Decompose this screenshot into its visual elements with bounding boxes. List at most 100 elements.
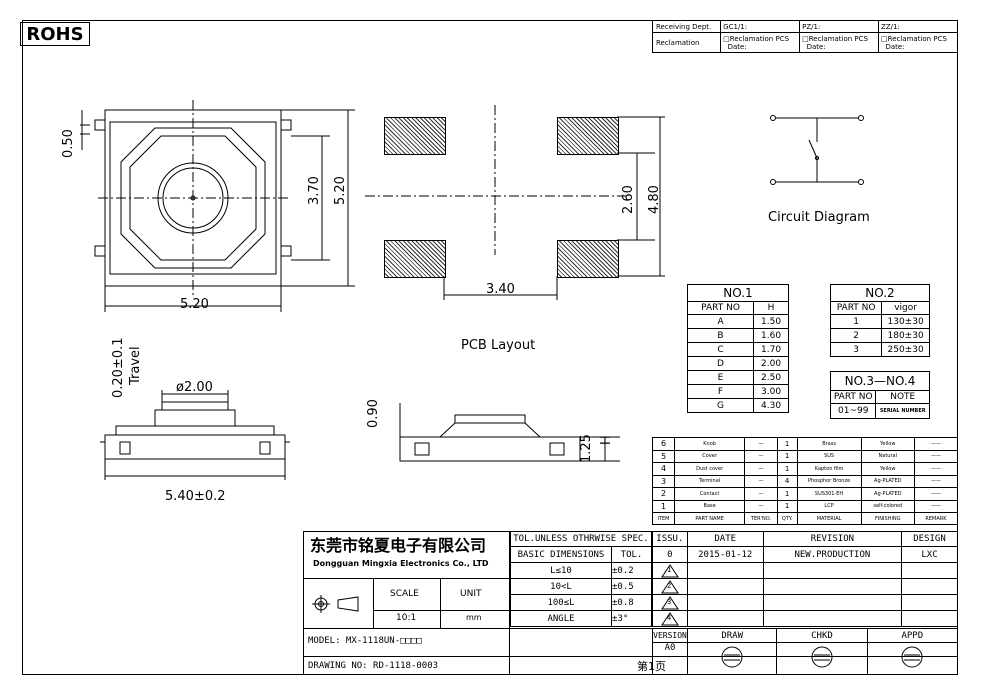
no2-header: PART NO [829,301,883,315]
triangle-icon [660,611,679,625]
bom-header: ITEM [652,512,675,525]
dim-3-70: 3.70 [307,176,322,205]
bom-cell: — [744,437,778,451]
no1-cell: 3.00 [753,384,789,399]
dim-0-90: 0.90 [366,399,381,428]
bom-cell: — [744,487,778,501]
tol-cell: ±0.8 [611,594,652,611]
dim-diameter: ø2.00 [176,380,213,395]
no1-cell: 4.30 [753,398,789,413]
bom-header: MATERIAL [796,512,862,525]
rev-date: 2015-01-12 [686,546,764,563]
bom-cell: Natural [860,449,915,463]
bom-cell: Cover [673,449,746,463]
tol-title: TOL.UNLESS OTHRWISE SPEC. [510,531,652,547]
bom-cell: Terminal [673,474,746,488]
gc-cell: GC1/1: [720,20,801,33]
tri-number: 1 [667,566,672,574]
no2-cell: 130±30 [881,314,930,329]
triangle-icon [660,595,679,609]
company-name-en: Dongguan Mingxia Electronics Co., LTD [313,559,489,568]
no34-cell: 01~99 [829,403,877,419]
drawing-number: DRAWING NO: RD-1118-0003 [308,661,439,671]
bom-cell: —— [913,499,959,513]
bom-cell: 1 [776,437,798,451]
page-number: 第1页 [637,660,666,673]
tri-number: 2 [667,582,672,590]
company-name-cn: 东莞市铭夏电子有限公司 [310,536,487,555]
circuit-diagram-label: Circuit Diagram [768,210,870,225]
side-view-section [399,403,620,462]
pcb-layout-label: PCB Layout [461,338,536,353]
travel-label: Travel [128,346,143,385]
bom-cell: LCP [796,499,862,513]
no34-title: NO.3—NO.4 [830,371,930,391]
bom-cell: Phosphor Bronze [796,474,862,488]
no1-cell: 1.70 [753,342,789,357]
bom-cell: —— [913,487,959,501]
draw-header: DRAW [686,628,778,643]
dim-5-40: 5.40±0.2 [165,489,226,504]
no1-cell: G [686,398,755,413]
bom-cell: 1 [776,462,798,476]
tol-cell: 100≤L [510,594,612,611]
dim-travel: 0.20±0.1 [111,337,126,398]
no1-header: PART NO [686,301,755,315]
bom-cell: —— [913,474,959,488]
revision-header: REVISION [762,531,903,547]
bom-cell: 1 [652,499,675,513]
circuit-diagram [770,115,864,185]
dim-0-50: 0.50 [61,129,76,158]
rev-number: 0 [652,546,688,563]
appd-header: APPD [866,628,959,643]
scale-label: SCALE [390,589,419,599]
bom-cell: 1 [776,449,798,463]
date-header: DATE [686,531,764,547]
dim-h: H [599,435,614,445]
receiving-table: Receiving Dept. GC1/1: PZ/1: ZZ/1: Recla… [651,20,958,53]
unit-value: mm [466,613,482,622]
no2-title: NO.2 [830,284,930,302]
no34-header: PART NO [829,390,877,404]
revision-table: ISSU. DATE REVISION DESIGN 0 2015-01-12 … [652,531,958,627]
no1-header: H [753,301,789,315]
no1-cell: B [686,328,755,343]
bom-cell: 5 [652,449,675,463]
no1-cell: C [686,342,755,357]
bom-cell: —— [913,437,959,451]
no1-cell: A [686,314,755,329]
no2-cell: 1 [829,314,883,329]
bom-cell: Brass [796,437,862,451]
bom-cell: 1 [776,487,798,501]
bom-cell: — [744,449,778,463]
issu-header: ISSU. [652,531,688,547]
approval-stamp-icon [811,646,833,668]
tol-header: TOL. [611,546,652,563]
tol-cell: ±3° [611,610,652,627]
tri-number: 3 [667,598,672,606]
scale-value: 10:1 [396,613,417,623]
bom-cell: 4 [652,462,675,476]
bom-header: TER'NO. [744,512,778,525]
approval-stamp-icon [721,646,743,668]
reclamation-date: Date: [806,42,826,51]
no1-cell: 2.50 [753,370,789,385]
bom-cell: Yellow [860,462,915,476]
reclamation-date: Date: [885,42,905,51]
approval-table: VERSION DRAW CHKD APPD A0 [652,628,959,675]
tri-number: 4 [667,614,672,622]
tol-cell: 10<L [510,578,612,595]
dim-2-60: 2.60 [621,185,636,214]
dim-4-80: 4.80 [647,185,662,214]
no2-cell: 2 [829,328,883,343]
bom-cell: Ag-PLATED [860,474,915,488]
bom-cell: —— [913,462,959,476]
bom-header: QTY. [776,512,798,525]
pz-cell: PZ/1: [799,20,880,33]
triangle-icon [660,563,679,577]
pcb-pad [557,240,619,278]
bom-cell: Yellow [860,437,915,451]
